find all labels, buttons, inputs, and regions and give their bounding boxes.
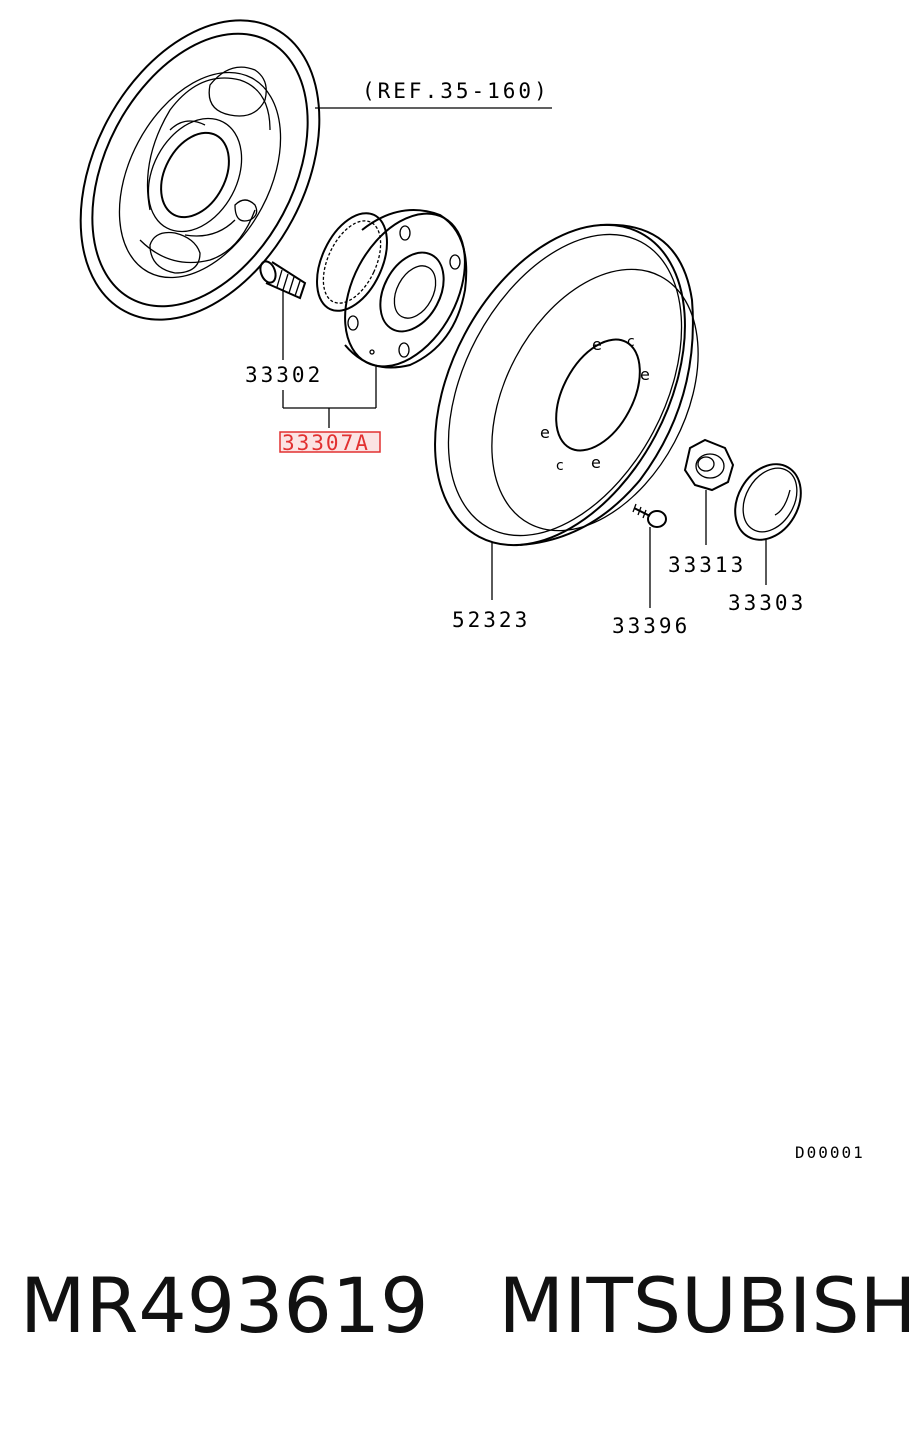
label-hub-assembly[interactable]: 33307A	[282, 431, 370, 455]
label-stud: 33302	[245, 363, 323, 387]
label-cap: 33303	[728, 591, 806, 615]
svg-text:e: e	[591, 453, 601, 472]
drum-screw	[633, 504, 666, 527]
brake-drum: e c e e c e	[384, 182, 740, 587]
svg-text:e: e	[640, 365, 650, 384]
svg-text:c: c	[556, 458, 564, 474]
hub-nut	[685, 440, 733, 490]
label-drum: 52323	[452, 608, 530, 632]
part-number: MR493619	[20, 1268, 429, 1344]
drawing-code: D00001	[795, 1143, 865, 1162]
ref-callout: (REF.35-160)	[315, 79, 552, 108]
hub-cap	[722, 452, 814, 551]
ref-label: (REF.35-160)	[362, 79, 550, 103]
hub-assembly	[303, 193, 490, 387]
svg-text:e: e	[540, 423, 550, 442]
brake-backing-plate	[32, 0, 368, 361]
label-nut: 33313	[668, 553, 746, 577]
svg-text:e: e	[592, 335, 602, 354]
label-screw: 33396	[612, 614, 690, 638]
svg-text:c: c	[627, 334, 635, 350]
brand-name: MITSUBISHI	[499, 1268, 909, 1344]
wheel-stud	[258, 259, 305, 298]
